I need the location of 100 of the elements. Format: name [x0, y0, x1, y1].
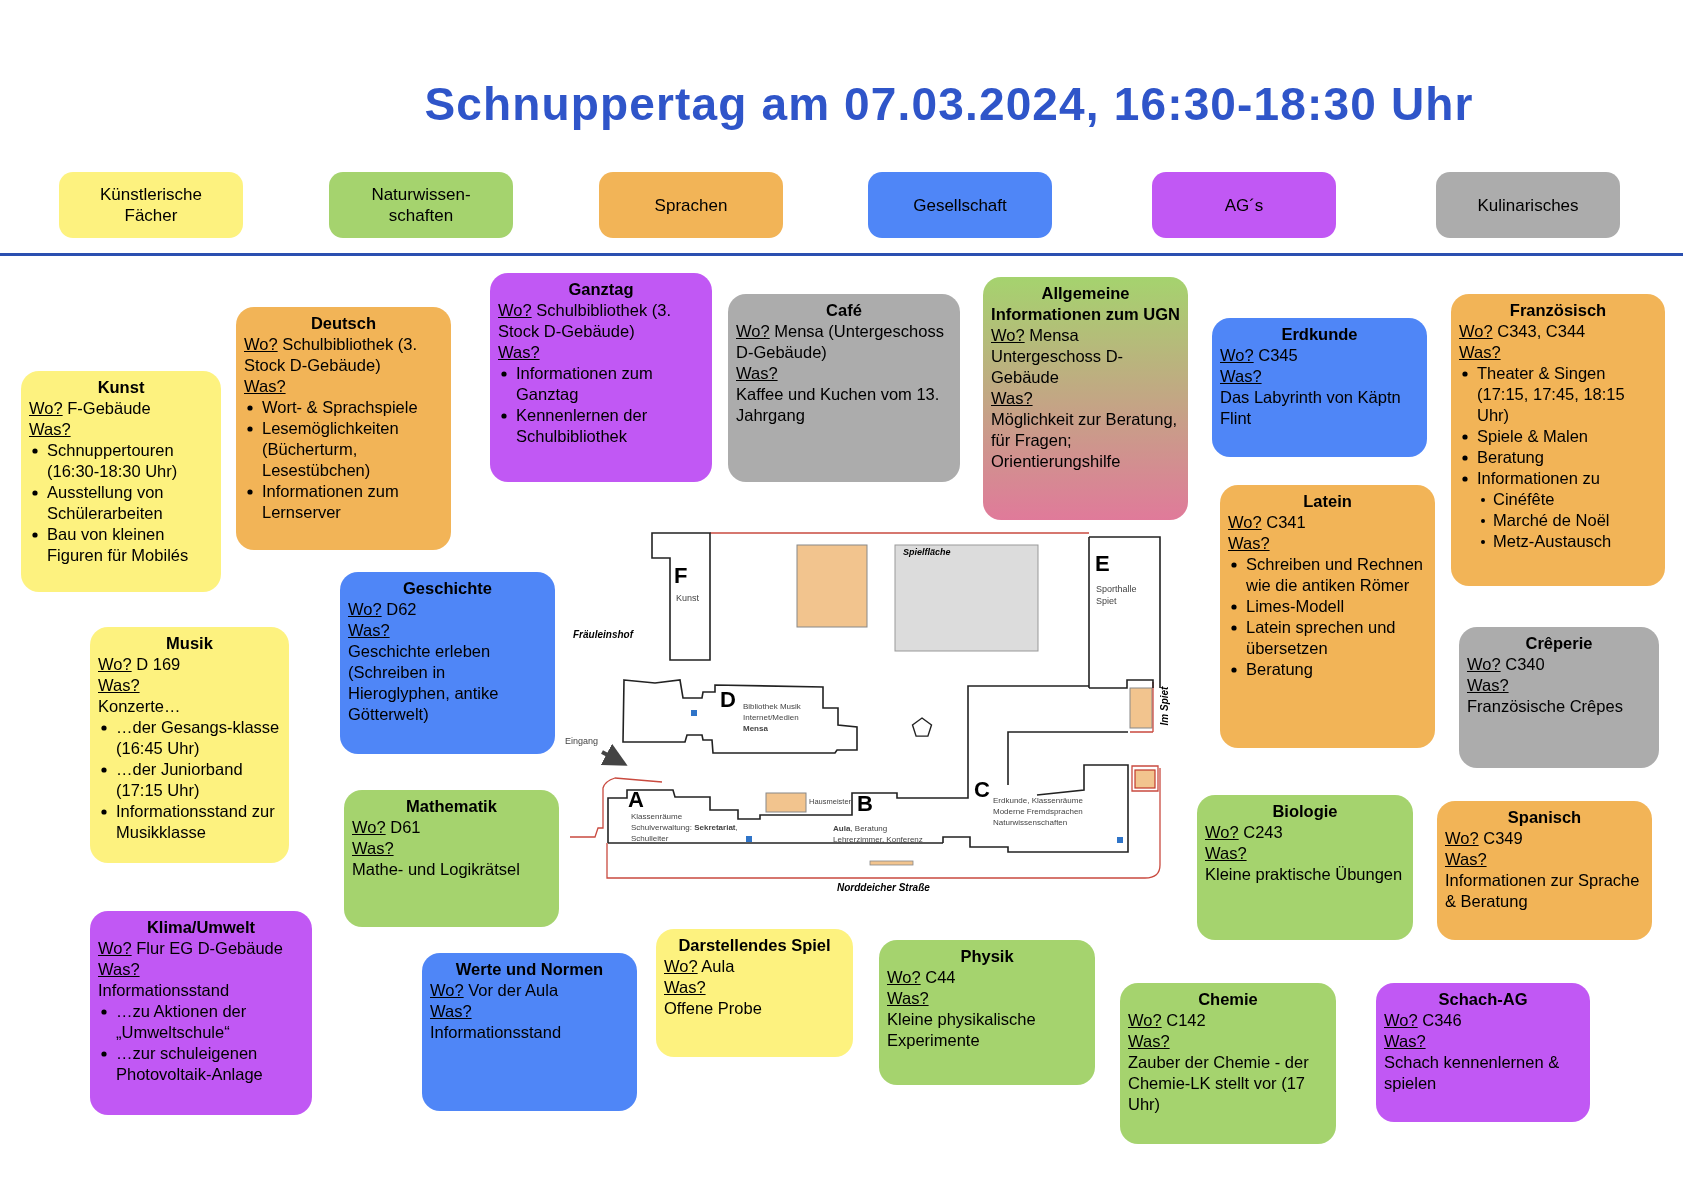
list-item: …der Juniorband (17:15 Uhr)	[116, 759, 244, 801]
map-label: Kunst	[676, 593, 699, 604]
section-label: Was?	[348, 620, 391, 641]
section-label: Was?	[1467, 675, 1510, 696]
location-line: Wo? Aula	[664, 956, 736, 977]
info-card	[340, 572, 555, 754]
list-item: Informationen zu	[1477, 468, 1600, 489]
list-item: Ausstellung von Schülerarbeiten	[47, 482, 165, 524]
description-text: Das Labyrinth von Käptn Flint	[1220, 387, 1402, 429]
map-label: Eingang	[565, 736, 599, 747]
map-label: E	[1095, 553, 1110, 575]
card-heading: Physik	[959, 946, 1015, 967]
list-item: Bau von kleinen Figuren für Mobilés	[47, 524, 190, 566]
info-card	[656, 929, 853, 1057]
map-label: Sporthalle Spiet	[1096, 583, 1138, 607]
map-label: F	[674, 565, 688, 587]
page-title: Schnuppertag am 07.03.2024, 16:30-18:30 Uhr	[423, 77, 1475, 132]
card-heading: Crêperie	[1524, 633, 1594, 654]
section-label: Was?	[1205, 843, 1248, 864]
map-label: Aula, Beratung Lehrerzimmer, Konferenz	[833, 823, 924, 845]
list-item: Schnuppertouren (16:30-18:30 Uhr)	[47, 440, 179, 482]
card-heading: Biologie	[1271, 801, 1339, 822]
map-label: D	[720, 689, 736, 711]
description-text: Informationsstand	[430, 1022, 563, 1043]
category-label: Künstlerische Fächer	[98, 184, 204, 226]
map-label: Spielfläche	[903, 547, 951, 558]
info-card	[90, 911, 312, 1115]
card-heading: Allgemeine Informationen zum UGN	[991, 283, 1180, 325]
location-line: Wo? C243	[1205, 822, 1284, 843]
section-label: Was?	[1459, 342, 1502, 363]
description-text: Kleine physikalische Experimente	[887, 1009, 1037, 1051]
list-item: Spiele & Malen	[1477, 426, 1588, 447]
location-line: Wo? C142	[1128, 1010, 1207, 1031]
info-card	[1451, 294, 1665, 586]
map-label: A	[628, 789, 644, 811]
location-line: Wo? Schulbibliothek (3. Stock D-Gebäude)	[498, 300, 673, 342]
section-label: Was?	[430, 1001, 473, 1022]
card-heading: Mathematik	[405, 796, 498, 817]
location-line: Wo? D62	[348, 599, 418, 620]
card-heading: Chemie	[1197, 989, 1259, 1010]
location-line: Wo? D 169	[98, 654, 182, 675]
location-line: Wo? Schulbibliothek (3. Stock D-Gebäude)	[244, 334, 419, 376]
location-line: Wo? D61	[352, 817, 422, 838]
map-label: Fräuleinshof	[573, 629, 633, 641]
list-item: Wort- & Sprachspiele	[262, 397, 418, 418]
section-label: Was?	[244, 376, 287, 397]
info-card	[344, 790, 559, 927]
list-item: Metz-Austausch	[1493, 531, 1612, 552]
card-heading: Kunst	[96, 377, 146, 398]
card-heading: Latein	[1302, 491, 1353, 512]
section-label: Was?	[98, 675, 141, 696]
location-line: Wo? F-Gebäude	[29, 398, 152, 419]
description-text: Zauber der Chemie - der Chemie-LK stellt vor (17 Uhr)	[1128, 1052, 1310, 1115]
section-label: Was?	[1228, 533, 1271, 554]
map-label: Im Spiet	[1159, 686, 1172, 726]
location-line: Wo? C349	[1445, 828, 1524, 849]
map-label: Erdkunde, Klassenräume Moderne Fremdsprachen Naturwissenschaften	[993, 795, 1084, 828]
description-text: Kaffee und Kuchen vom 13. Jahrgang	[736, 384, 941, 426]
location-line: Wo? C340	[1467, 654, 1546, 675]
card-heading: Werte und Normen	[454, 959, 605, 980]
list-item: Schreiben und Rechnen wie die antiken Römer	[1246, 554, 1425, 596]
location-line: Wo? Mensa (Untergeschoss D-Gebäude)	[736, 321, 945, 363]
card-heading: Musik	[165, 633, 214, 654]
location-line: Wo? C345	[1220, 345, 1299, 366]
info-card	[1197, 795, 1413, 940]
description-text: Französische Crêpes	[1467, 696, 1624, 717]
list-item: Limes-Modell	[1246, 596, 1345, 617]
card-heading: Geschichte	[402, 578, 493, 599]
info-card	[983, 277, 1188, 520]
location-line: Wo? Vor der Aula	[430, 980, 560, 1001]
location-line: Wo? Flur EG D-Gebäude	[98, 938, 284, 959]
description-text: Möglichkeit zur Beratung, für Fragen; Orientierungshilfe	[991, 409, 1179, 472]
info-card	[236, 307, 451, 550]
map-label: Bibliothek Musik Internet/Medien Mensa	[743, 701, 802, 734]
info-card	[1220, 485, 1435, 748]
category-label: AG´s	[1223, 194, 1265, 216]
section-label: Was?	[664, 977, 707, 998]
category-label: Naturwissen-schaften	[370, 184, 472, 226]
section-label: Was?	[991, 388, 1034, 409]
location-line: Wo? C346	[1384, 1010, 1463, 1031]
info-card	[490, 273, 712, 482]
info-card	[1120, 983, 1336, 1144]
category-label: Gesellschaft	[912, 194, 1008, 216]
section-label: Was?	[1128, 1031, 1171, 1052]
description-text: Geschichte erleben (Schreiben in Hieroglyphen, antike Götterwelt)	[348, 641, 500, 725]
info-card	[21, 371, 221, 592]
description-text: Konzerte…	[98, 696, 182, 717]
info-card	[1459, 627, 1659, 768]
section-label: Was?	[29, 419, 72, 440]
info-card	[1437, 801, 1652, 940]
info-card	[1212, 318, 1427, 457]
section-label: Was?	[1220, 366, 1263, 387]
section-label: Was?	[1445, 849, 1488, 870]
section-label: Was?	[98, 959, 141, 980]
section-label: Was?	[736, 363, 779, 384]
map-label: C	[974, 779, 990, 801]
description-text: Schach kennenlernen & spielen	[1384, 1052, 1561, 1094]
description-text: Informationen zur Sprache & Beratung	[1445, 870, 1641, 912]
card-heading: Deutsch	[309, 313, 378, 334]
description-text: Informationsstand	[98, 980, 231, 1001]
